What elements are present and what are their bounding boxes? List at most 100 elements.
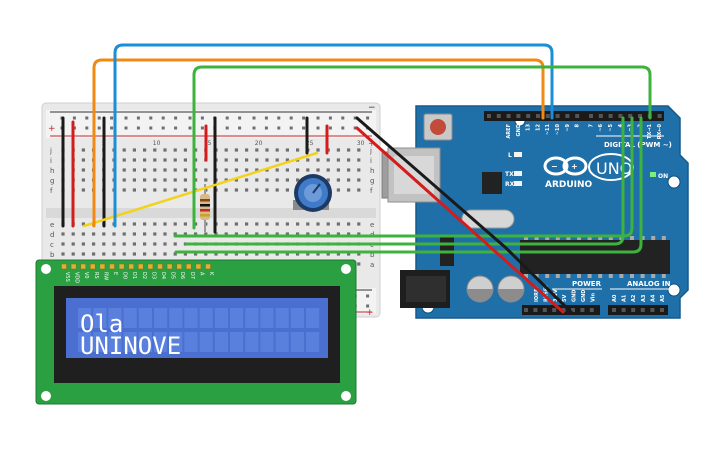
chip-pin <box>566 236 571 240</box>
wire-green-pin4[interactable] <box>184 116 625 246</box>
lcd-pin-label: D0 <box>122 272 128 279</box>
header-hole <box>516 114 521 118</box>
breadboard-hole <box>122 222 126 226</box>
chip-pin <box>651 274 656 278</box>
breadboard-hole <box>306 232 310 236</box>
wire-green-pin3[interactable] <box>174 116 643 254</box>
breadboard-hole <box>173 158 177 162</box>
breadboard-hole <box>326 168 330 172</box>
rail-hole <box>277 126 281 130</box>
breadboard-hole <box>234 178 238 182</box>
header-hole <box>638 114 642 118</box>
breadboard-hole <box>326 178 330 182</box>
digital-pin-label: 8 <box>575 123 581 127</box>
breadboard-hole <box>183 148 187 152</box>
breadboard-hole <box>357 148 361 152</box>
breadboard-hole <box>326 252 330 256</box>
lcd-cell <box>108 308 122 328</box>
lcd-cell <box>275 308 289 328</box>
lcd-pin <box>205 263 211 270</box>
digital-pin-label: ~6 <box>598 123 604 131</box>
wire-blue-pin11[interactable] <box>113 43 554 228</box>
breadboard-hole <box>132 242 136 246</box>
rail-hole <box>252 126 256 130</box>
lcd-pin <box>138 263 144 270</box>
breadboard-hole <box>255 252 259 256</box>
breadboard-hole <box>102 232 106 236</box>
chip-pin <box>640 236 645 240</box>
breadboard-hole <box>357 252 361 256</box>
breadboard-hole <box>224 188 228 192</box>
rail-plus-label-bottom: + <box>366 308 374 318</box>
rail-hole <box>97 116 101 120</box>
wire-yellow-contrast[interactable] <box>82 151 319 228</box>
reset-button[interactable] <box>423 113 453 141</box>
row-letter: i <box>370 157 372 165</box>
header-hole <box>650 308 655 312</box>
breadboard-hole <box>357 262 361 266</box>
breadboard-hole <box>357 188 361 192</box>
center-channel <box>46 208 376 218</box>
wire-orange-pin12[interactable] <box>92 58 545 228</box>
led-label-l: L <box>508 152 512 159</box>
lcd-cell <box>275 332 289 352</box>
breadboard-hole <box>163 232 167 236</box>
wire-red-5v[interactable] <box>355 126 565 314</box>
rail-hole <box>264 116 268 120</box>
chip-pin <box>661 274 666 278</box>
breadboard-hole <box>265 178 269 182</box>
rail-hole <box>161 126 165 130</box>
wire-black-gnd[interactable] <box>355 116 573 314</box>
breadboard-hole <box>81 168 85 172</box>
rail-hole <box>200 126 204 130</box>
chip-pin <box>524 274 528 278</box>
mount-hole <box>667 175 681 189</box>
wire-green-pin2[interactable] <box>192 65 652 230</box>
chip-pin <box>608 236 613 240</box>
lcd-pin-label: D6 <box>179 272 185 279</box>
rail-minus-label: − <box>368 103 376 113</box>
breadboard-hole <box>234 232 238 236</box>
lcd-pin-label: RW <box>102 272 108 280</box>
breadboard-hole <box>183 232 187 236</box>
resistor[interactable] <box>200 184 210 232</box>
chip-pin <box>630 274 634 278</box>
jumper-wires[interactable] <box>61 43 652 314</box>
breadboard-hole <box>122 242 126 246</box>
breadboard-hole <box>132 178 136 182</box>
breadboard-hole <box>153 168 157 172</box>
digital-pin-label: 12 <box>535 123 541 130</box>
chip-pin <box>651 236 656 240</box>
rail-hole <box>366 116 370 120</box>
breadboard-hole <box>143 242 147 246</box>
row-letter: e <box>50 221 54 229</box>
potentiometer[interactable] <box>293 174 332 212</box>
lcd-line-2: UNINOVE <box>80 332 181 360</box>
breadboard-hole <box>173 232 177 236</box>
lcd-cell <box>260 308 274 328</box>
rail-hole <box>341 126 345 130</box>
led-label-tx: TX <box>505 171 514 178</box>
chip-pin <box>640 274 645 278</box>
breadboard-hole <box>173 242 177 246</box>
breadboard-hole <box>336 232 340 236</box>
lcd-mount-hole <box>41 264 51 274</box>
breadboard-hole <box>265 188 269 192</box>
power-pin-label: 5V <box>562 295 568 302</box>
breadboard-hole <box>122 252 126 256</box>
breadboard-hole <box>234 222 238 226</box>
breadboard-hole <box>112 242 116 246</box>
breadboard-hole <box>214 252 218 256</box>
rail-hole <box>341 116 345 120</box>
breadboard-hole <box>81 188 85 192</box>
breadboard-hole <box>265 252 269 256</box>
on-led: ON <box>650 172 668 180</box>
row-letter: c <box>50 241 54 249</box>
breadboard-hole <box>173 222 177 226</box>
breadboard-hole <box>255 222 259 226</box>
breadboard-hole <box>122 158 126 162</box>
analog-pin-label: A0 <box>612 294 618 302</box>
breadboard-hole <box>296 222 300 226</box>
